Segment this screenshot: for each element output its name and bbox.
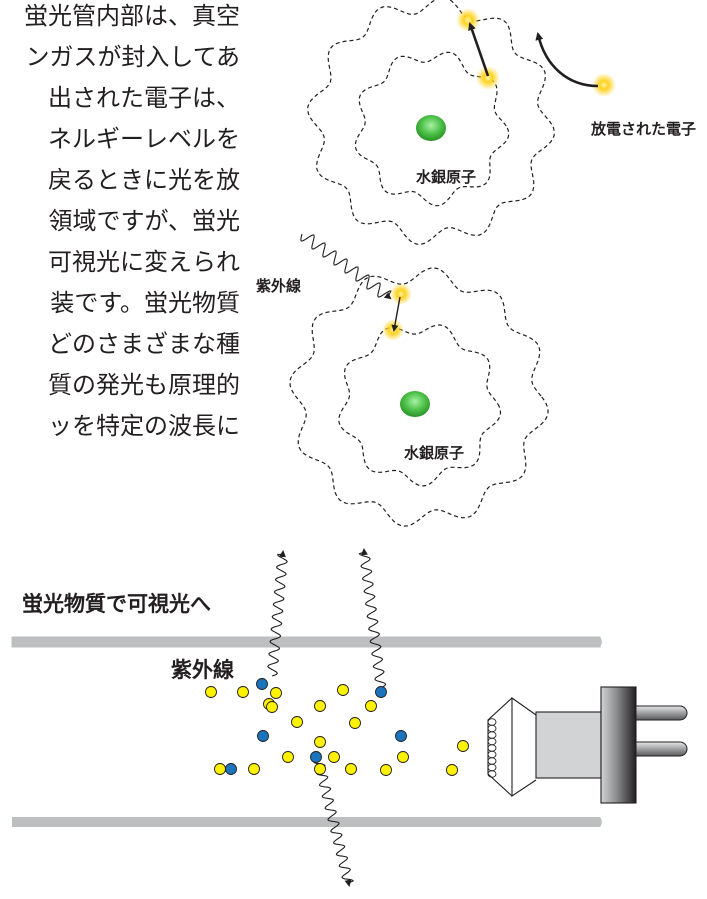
tube-wall-top-cap (600, 637, 602, 647)
electron-glow (476, 66, 500, 90)
outer-electron-shell (289, 267, 549, 527)
outer-electron-shell (307, 0, 555, 245)
body-text-line: 装です。蛍光物質 (50, 289, 240, 317)
mercury-atom-label: 水銀原子 (416, 168, 477, 186)
electron-glow (390, 283, 412, 305)
body-text-line: 領域ですが、蛍光 (48, 207, 240, 235)
visible-light-wave (358, 548, 387, 689)
ultraviolet-tube-label: 紫外線 (171, 658, 234, 682)
body-text-line: どのさまざまな種 (48, 330, 240, 358)
excitation-arrow (468, 22, 490, 77)
phosphor-particle (345, 763, 357, 775)
electron-path-arrow (535, 32, 599, 88)
mercury-particle (395, 730, 407, 742)
phosphor-particle (266, 701, 278, 713)
body-text-line: 質の発光も原理的 (48, 371, 240, 399)
electric-plug-icon (535, 686, 688, 804)
ultraviolet-label: 紫外線 (256, 277, 302, 295)
body-text-line: 戻るときに光を放 (48, 166, 240, 194)
phosphor-particle (380, 764, 392, 776)
uv-emission-wave (300, 233, 392, 300)
body-text-line: 可視光に変えられ (48, 248, 240, 276)
electron-glow (382, 319, 404, 341)
gas-particles (205, 678, 469, 776)
mercury-particle (375, 686, 387, 698)
mercury-particle (256, 678, 268, 690)
mercury-atom-top (307, 0, 616, 245)
body-text-line: 出された電子は、 (48, 84, 240, 112)
phosphor-particle (291, 716, 303, 728)
phosphor-particle (248, 763, 260, 775)
tube-wall-bottom-cap (600, 817, 602, 827)
mercury-nucleus (416, 115, 446, 141)
fluorescent-tube (11, 548, 688, 887)
phosphor-particle (237, 686, 249, 698)
phosphor-particle (457, 740, 469, 752)
mercury-particle (310, 751, 322, 763)
body-text-line: 蛍光管内部は、真空 (24, 2, 240, 30)
discharged-electron-label: 放電された電子 (591, 120, 697, 138)
mercury-atom-bottom (289, 233, 549, 527)
tube-wall-bottom-band (12, 817, 600, 827)
mercury-atom-label: 水銀原子 (404, 444, 465, 462)
body-text-line: ンガスが封入してあ (25, 43, 240, 71)
phosphor-particle (314, 763, 326, 775)
body-text-line: ネルギーレベルを (48, 125, 240, 153)
inner-electron-shell (338, 324, 502, 487)
phosphor-particle (282, 751, 294, 763)
phosphor-particle (214, 763, 226, 775)
phosphor-particle (314, 700, 326, 712)
coil-filament-icon (487, 696, 537, 798)
phosphor-particle (205, 686, 217, 698)
relaxation-arrow (391, 296, 401, 332)
inner-electron-shell (354, 51, 510, 207)
body-text-line: ッを特定の波長に (48, 412, 240, 440)
visible-light-wave (267, 550, 288, 677)
tube-wall-top-band (11, 636, 601, 648)
electron-glow (592, 73, 616, 97)
electron-glow (456, 8, 480, 32)
visible-light-label: 蛍光物質で可視光へ (22, 592, 211, 616)
phosphor-particle (337, 684, 349, 696)
phosphor-particle (365, 700, 377, 712)
mercury-nucleus (400, 391, 430, 417)
phosphor-particle (446, 764, 458, 776)
mercury-particle (225, 763, 237, 775)
phosphor-particle (328, 751, 340, 763)
phosphor-particle (349, 717, 361, 729)
phosphor-particle (314, 736, 326, 748)
mercury-particle (257, 730, 269, 742)
phosphor-particle (397, 751, 409, 763)
visible-light-wave (313, 757, 355, 887)
phosphor-particle (270, 687, 282, 699)
